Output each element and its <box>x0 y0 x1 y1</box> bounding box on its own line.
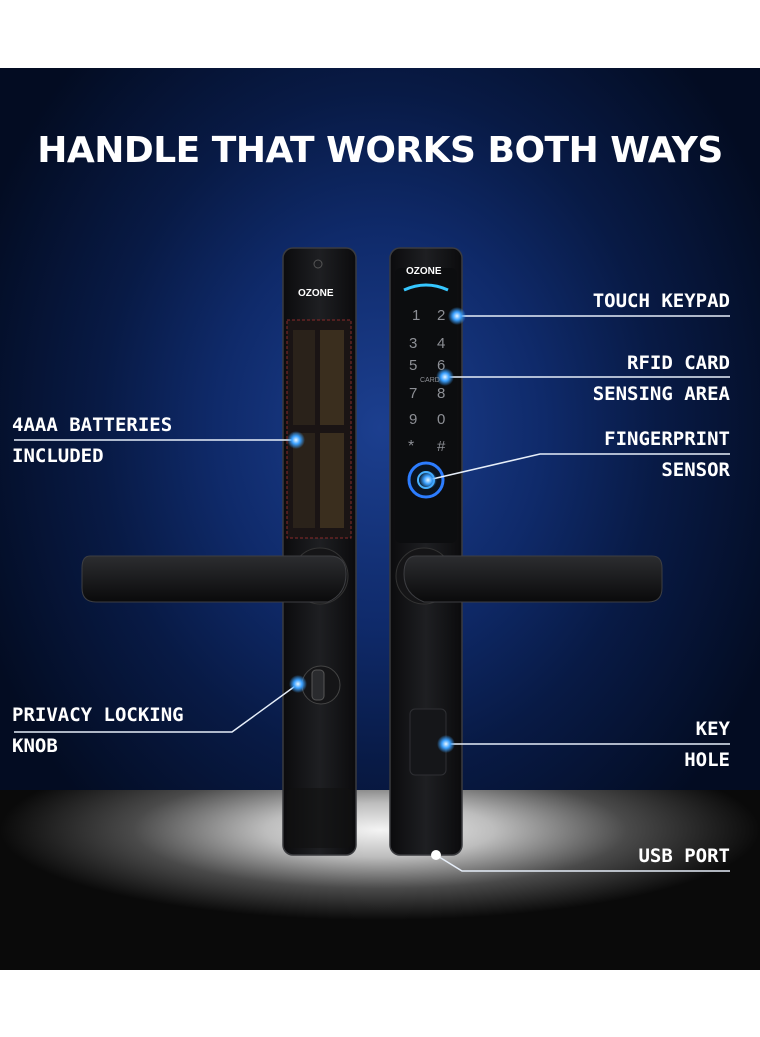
callout-text: USB PORT <box>638 845 730 867</box>
brand-logo-left: OZONE <box>298 288 334 299</box>
status-light <box>403 283 449 292</box>
battery-cell <box>293 330 315 425</box>
callout-text: KEY <box>695 718 730 740</box>
callout-text: SENSING AREA <box>592 383 730 405</box>
lock-illustration: OZONE OZONE 1 2 3 4 5 6 CARD 7 8 9 0 * # <box>14 247 730 872</box>
key-label: 9 <box>409 411 417 428</box>
callout-text: SENSOR <box>661 459 730 481</box>
callout-text: RFID CARD <box>627 352 730 374</box>
callout-text: INCLUDED <box>12 445 104 467</box>
callout-usb-port: USB PORT <box>638 841 730 872</box>
key-label: 8 <box>437 385 445 402</box>
card-mark: CARD <box>420 377 440 384</box>
headline: HANDLE THAT WORKS BOTH WAYS <box>37 130 723 171</box>
callout-dots <box>287 307 466 860</box>
key-label: # <box>437 438 446 455</box>
battery-cell <box>320 330 344 425</box>
callout-text: TOUCH KEYPAD <box>592 290 730 312</box>
callout-touch-keypad: TOUCH KEYPAD <box>593 286 730 317</box>
callout-text: KNOB <box>12 735 58 757</box>
keypad-panel <box>395 268 457 543</box>
device-text: OZONE OZONE 1 2 3 4 5 6 CARD 7 8 9 0 * # <box>298 266 446 455</box>
callout-privacy-knob: PRIVACY LOCKING KNOB <box>12 700 184 762</box>
brand-logo-right: OZONE <box>406 266 442 277</box>
key-label: 5 <box>409 357 417 374</box>
key-label: 0 <box>437 411 445 428</box>
key-label: 6 <box>437 357 445 374</box>
key-label: * <box>408 438 414 455</box>
floor-spotlight <box>0 790 760 970</box>
product-banner: HANDLE THAT WORKS BOTH WAYS <box>0 68 760 970</box>
battery-cell <box>293 433 315 528</box>
callout-text: HOLE <box>684 749 730 771</box>
battery-cell <box>320 433 344 528</box>
callout-fingerprint: FINGERPRINT SENSOR <box>604 424 730 486</box>
screw-icon <box>313 259 323 269</box>
callout-lines <box>14 315 730 872</box>
callout-rfid: RFID CARD SENSING AREA <box>593 348 730 410</box>
key-label: 4 <box>437 335 445 352</box>
handle-left <box>81 547 349 605</box>
callout-text: 4AAA BATTERIES <box>12 414 173 436</box>
key-label: 3 <box>409 335 417 352</box>
key-label: 2 <box>437 307 445 324</box>
callout-key-hole: KEY HOLE <box>684 714 730 776</box>
callout-text: PRIVACY LOCKING <box>12 704 184 726</box>
handle-right <box>395 547 663 605</box>
callout-batteries: 4AAA BATTERIES INCLUDED <box>12 410 172 472</box>
callout-text: FINGERPRINT <box>604 428 730 450</box>
key-label: 1 <box>412 307 420 324</box>
key-label: 7 <box>409 385 417 402</box>
